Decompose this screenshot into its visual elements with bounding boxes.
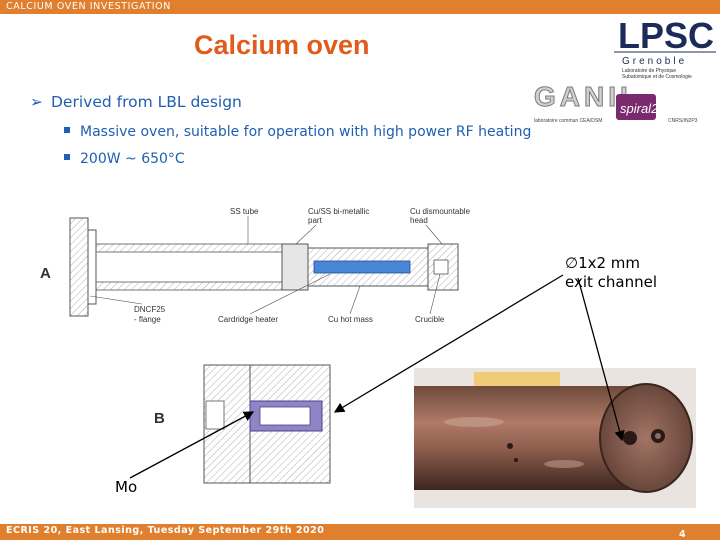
- arrow-bullet-icon: ➢: [30, 93, 43, 111]
- label-heater: Cardridge heater: [218, 315, 278, 324]
- lpsc-logo-mark: LPSC: [618, 15, 714, 56]
- bullet-main-text: Derived from LBL design: [51, 93, 242, 111]
- subbullet-2-text: 200W ~ 650°C: [80, 151, 185, 167]
- label-dncf-1: DNCF25: [134, 305, 166, 314]
- page-number: 4: [679, 529, 686, 540]
- label-dncf-2: - flange: [134, 315, 161, 324]
- label-crucible: Crucible: [415, 315, 445, 324]
- footer-bar: ECRIS 20, East Lansing, Tuesday Septembe…: [0, 524, 720, 540]
- label-bimetal-2: part: [308, 216, 323, 225]
- subbullet-1-text: Massive oven, suitable for operation wit…: [80, 124, 532, 140]
- label-bimetal-1: Cu/SS bi-metallic: [308, 207, 369, 216]
- slide-title: Calcium oven: [194, 30, 370, 60]
- label-hot-mass: Cu hot mass: [328, 315, 373, 324]
- lpsc-logo-city: Grenoble: [622, 56, 687, 67]
- panel-b-label: B: [154, 410, 165, 427]
- crucible-diagram-b: B: [154, 364, 331, 484]
- oven-photo: [414, 368, 696, 508]
- subbullet-2: 200W ~ 650°C: [64, 151, 185, 167]
- label-cu-head-1: Cu dismountable: [410, 207, 471, 216]
- footer-text: ECRIS 20, East Lansing, Tuesday Septembe…: [6, 525, 325, 536]
- panel-a-label: A: [40, 265, 51, 282]
- exit-channel-label: ∅1x2 mm exit channel: [565, 254, 657, 292]
- ganil-footer-left: laboratoire commun CEA/DSM: [534, 118, 602, 124]
- ganil-footer-right: CNRS/IN2P3: [668, 118, 698, 124]
- section-title: CALCIUM OVEN INVESTIGATION: [6, 1, 171, 12]
- ganil-logo: GANIL spiral2 laboratoire commun CEA/DSM…: [534, 81, 698, 125]
- subbullet-1: Massive oven, suitable for operation wit…: [64, 124, 531, 140]
- mo-label: Mo: [115, 478, 138, 496]
- label-ss-tube: SS tube: [230, 207, 259, 216]
- lpsc-logo-line1: Laboratoire de Physique: [622, 68, 676, 74]
- lpsc-logo: LPSC Grenoble Laboratoire de Physique Su…: [614, 15, 716, 80]
- header-bar: CALCIUM OVEN INVESTIGATION: [0, 0, 720, 14]
- oven-diagram-a: A SS tube Cu/SS bi-metallic part Cu dism…: [40, 207, 471, 324]
- label-cu-head-2: head: [410, 216, 428, 225]
- square-bullet-icon: [64, 127, 70, 133]
- square-bullet-icon: [64, 154, 70, 160]
- bullet-main: ➢ Derived from LBL design: [30, 93, 242, 111]
- ganil-logo-sub: spiral2: [620, 101, 659, 116]
- exit-channel-line2: exit channel: [565, 273, 658, 291]
- exit-channel-line1: ∅1x2 mm: [565, 254, 641, 272]
- lpsc-logo-line2: Subatomique et de Cosmologie: [622, 74, 692, 80]
